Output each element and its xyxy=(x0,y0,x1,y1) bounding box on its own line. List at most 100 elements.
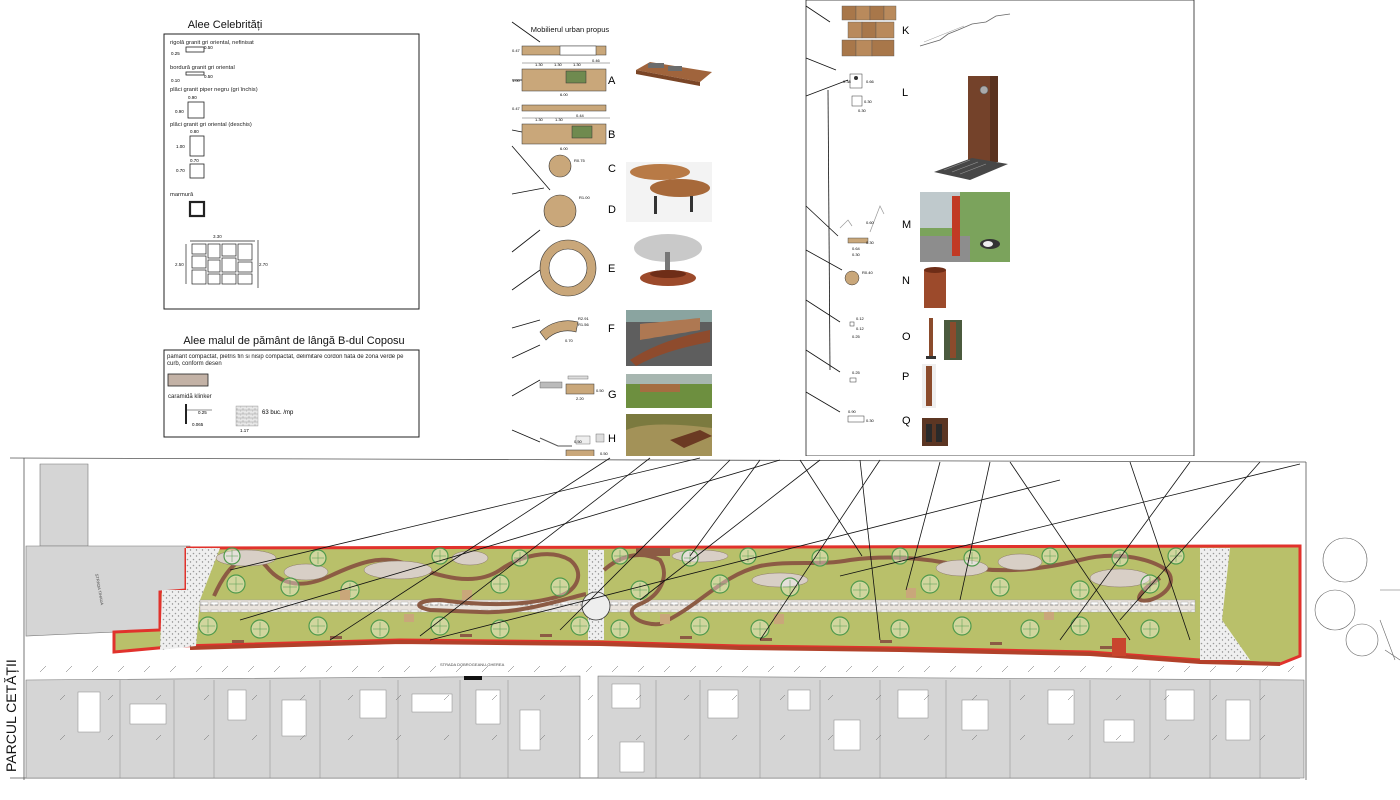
dim-label: 0.30 xyxy=(866,240,875,245)
dim-label: 2.70 xyxy=(259,262,268,267)
item-label-a: A xyxy=(608,75,616,87)
leader-lines-plan xyxy=(229,457,1301,641)
parcel-lines xyxy=(119,680,1261,778)
item-label-b: B xyxy=(608,129,615,141)
paving-pattern-detail: 3.30 2.50 2.70 xyxy=(175,234,268,288)
item-label-d: D xyxy=(608,204,616,216)
item-label-n: N xyxy=(902,275,910,287)
benches xyxy=(232,588,1112,649)
item-label-c: C xyxy=(608,163,616,175)
item-l-fountain: 0.38 0.66 0.30 0.30 L xyxy=(843,73,1008,180)
dim-label: 1.30 xyxy=(535,117,544,122)
dim-label: 0.38 xyxy=(843,79,852,84)
dim-label: 0.50 xyxy=(204,45,213,50)
buildings-north xyxy=(25,463,191,637)
dim-label: 6.00 xyxy=(560,146,569,151)
dim-label: 1.30 xyxy=(555,117,564,122)
dim-label: 0.30 xyxy=(852,252,861,257)
dim-label: 3.30 xyxy=(213,234,222,239)
item-label-f: F xyxy=(608,323,615,335)
item-label-m: M xyxy=(902,219,911,231)
item-n-planter: R0.40 N xyxy=(844,267,946,308)
legend1-item-rigola: rigolă granit gri oriental, nefinisat xyxy=(170,40,254,46)
dim-label: R2.91 xyxy=(578,316,589,321)
item-p-bollard: 0.25 P xyxy=(849,364,936,408)
item-label-l: L xyxy=(902,87,908,99)
item-o-bollard: 0.12 0.12 0.25 O xyxy=(849,316,962,360)
dim-label: 1.00 xyxy=(176,144,185,149)
site-plan: STRADA TIHAUA xyxy=(0,456,1400,800)
item-label-e: E xyxy=(608,263,615,275)
dim-label: 0.30 xyxy=(866,418,875,423)
item-e-ring-bench: E xyxy=(539,239,615,297)
legend-alee-celebritati: Alee Celebrități rigolă granit gri orien… xyxy=(163,19,420,310)
dim-label: 0.50 xyxy=(596,388,605,393)
item-b-bench-plan: 0.47 1.30 1.30 0.44 6.00 B xyxy=(512,104,615,151)
legend-alee-coposu: Alee malul de pământ de lângă B-dul Copo… xyxy=(163,335,420,438)
item-cd-photo xyxy=(626,162,712,222)
kiosk xyxy=(1112,638,1126,656)
dim-label: 0.90 xyxy=(848,409,857,414)
dim-label: 0.25 xyxy=(852,370,861,375)
item-g-photo xyxy=(626,374,712,408)
item-label-p: P xyxy=(902,371,909,383)
street-label-south: STRADA DOBROGEANU-GHEREA xyxy=(440,662,505,667)
item-a-bench-plan: 0.47 1.30 1.30 1.30 0.46 1.00 6.00 A xyxy=(512,45,616,97)
dim-label: 6.00 xyxy=(560,92,569,97)
dim-label: 0.47 xyxy=(512,48,521,53)
leader-lines-right xyxy=(805,5,849,413)
legend2-clinker: caramidă klinker xyxy=(168,394,212,400)
dim-label: 0.44 xyxy=(576,113,585,118)
dim-label: 0.70 xyxy=(565,338,574,343)
dim-label: 0.90 xyxy=(188,95,197,100)
dim-label: 0.25 xyxy=(198,410,207,415)
central-plaza xyxy=(581,591,611,621)
legend1-item-piper: plăci granit piper negru (gri închis) xyxy=(170,87,258,93)
dim-label: 2.20 xyxy=(576,396,585,401)
dim-label: 0.50 xyxy=(600,451,609,456)
dim-label: 0.80 xyxy=(190,129,199,134)
dim-label: 0.70 xyxy=(176,168,185,173)
legend2-note: 63 buc. /mp xyxy=(262,410,294,416)
dim-label: 0.30 xyxy=(858,108,867,113)
dim-label: 1.30 xyxy=(535,62,544,67)
spot-heights xyxy=(39,665,1295,741)
dim-label: 1.30 xyxy=(554,62,563,67)
dim-label: 0.25 xyxy=(852,334,861,339)
leader-lines-panel xyxy=(511,21,551,443)
furniture-title: Mobilierul urban propus xyxy=(531,25,610,34)
dim-label: 0.70 xyxy=(190,158,199,163)
dim-label: 1.00 xyxy=(512,78,521,83)
item-c-round-bench: R0.75 C xyxy=(548,154,616,178)
item-label-h: H xyxy=(608,433,616,445)
meander-path-east xyxy=(602,553,1173,627)
dim-label: 0.12 xyxy=(856,316,865,321)
item-k-paving: K xyxy=(841,5,1011,57)
dim-label: 0.46 xyxy=(592,58,601,63)
dim-label: 0.10 xyxy=(171,78,180,83)
park-side-label: PARCUL CETĂȚII xyxy=(3,659,19,772)
item-a-bench-photo xyxy=(636,62,712,86)
item-h-lounger: 0.50 0.50 H xyxy=(539,433,616,459)
item-label-k: K xyxy=(902,25,910,37)
dim-label: R0.40 xyxy=(862,270,873,275)
dim-label: 0.065 xyxy=(192,422,204,427)
dim-label: 0.25 xyxy=(171,51,180,56)
dim-label: 1.17 xyxy=(240,428,249,433)
furniture-panel: Mobilierul urban propus 0.47 1.30 1.30 1… xyxy=(511,0,1195,459)
meander-path xyxy=(212,552,587,615)
dim-label: 0.30 xyxy=(864,99,873,104)
legend1-title: Alee Celebrități xyxy=(188,19,263,31)
dim-label: 0.60 xyxy=(866,220,875,225)
dim-label: R1.00 xyxy=(579,195,590,200)
legend1-item-bordura: bordură granit gri oriental xyxy=(170,65,235,71)
item-label-o: O xyxy=(902,331,911,343)
item-m-tree-grate: 0.60 0.30 0.64 0.30 M xyxy=(839,192,1010,262)
dim-label: 0.90 xyxy=(175,109,184,114)
courtyards xyxy=(77,683,1251,773)
rest-areas xyxy=(215,549,1151,588)
trees-east xyxy=(1314,537,1400,661)
item-label-q: Q xyxy=(902,415,911,427)
item-q-bin: 0.90 0.30 Q xyxy=(847,409,948,446)
